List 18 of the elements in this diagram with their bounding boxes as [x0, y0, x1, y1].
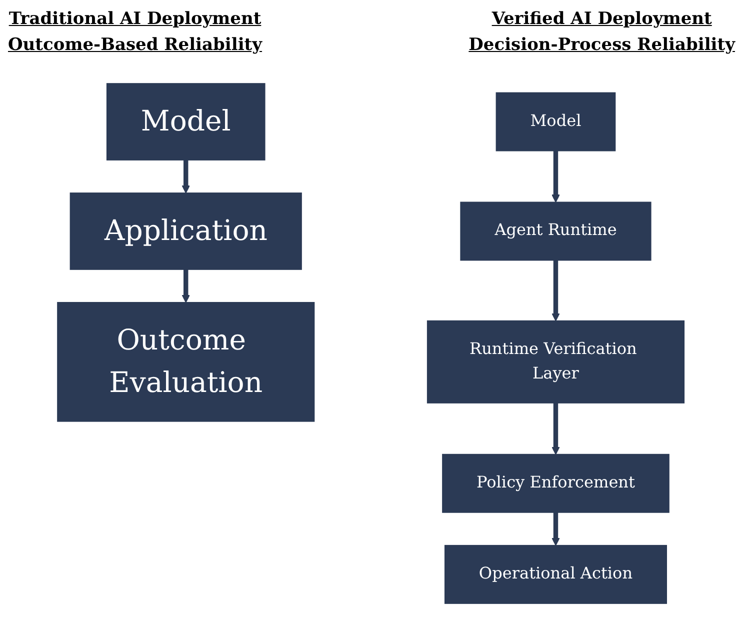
arrow	[551, 260, 560, 322]
node-box: Operational Action	[444, 544, 667, 604]
column-heading: Verified AI Deployment	[492, 8, 712, 31]
column-heading: Traditional AI Deployment	[8, 8, 262, 31]
arrow	[181, 160, 190, 194]
column-heading: Decision-Process Reliability	[468, 34, 735, 57]
node-box: Agent Runtime	[460, 202, 651, 261]
node-box: Outcome Evaluation	[56, 302, 314, 422]
node-box: Runtime Verification Layer	[426, 320, 684, 404]
arrow	[551, 512, 560, 546]
arrow	[551, 402, 560, 455]
arrow	[551, 150, 560, 203]
node-box: Model	[496, 92, 616, 152]
column-heading: Outcome-Based Reliability	[8, 34, 262, 57]
node-box: Application	[70, 192, 302, 270]
arrow	[181, 269, 190, 303]
node-box: Policy Enforcement	[442, 454, 670, 513]
node-box: Model	[106, 83, 265, 160]
